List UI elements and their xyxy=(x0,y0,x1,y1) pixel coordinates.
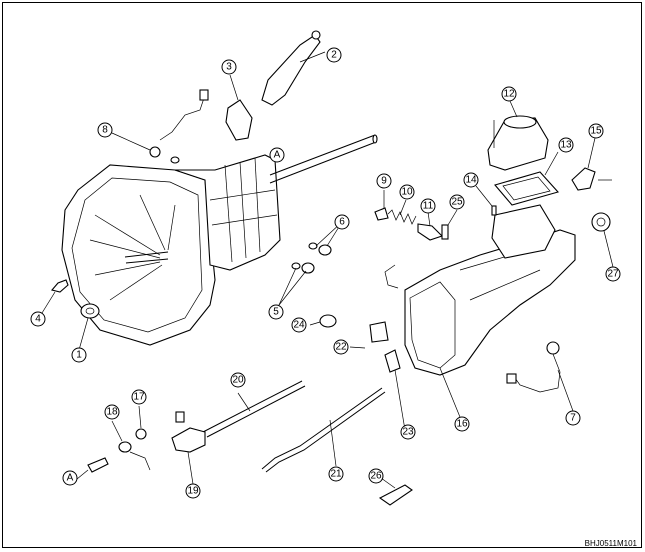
svg-text:12: 12 xyxy=(503,89,515,100)
svg-text:16: 16 xyxy=(456,419,468,430)
leader-16 xyxy=(439,367,463,423)
image-code-label: BHJ0511M101 xyxy=(584,539,637,548)
mainshaft xyxy=(269,134,378,184)
svg-text:25: 25 xyxy=(451,197,463,208)
callout-13: 13 xyxy=(558,137,574,153)
svg-text:11: 11 xyxy=(423,201,434,212)
part-15-bracket xyxy=(571,137,612,191)
parts-9-10-11-plunger xyxy=(374,190,444,241)
callout-7: 7 xyxy=(565,410,581,426)
svg-text:4: 4 xyxy=(35,314,41,325)
part-19-shift-lever xyxy=(171,411,206,485)
part-21-shift-rod xyxy=(261,387,386,473)
transmission-case xyxy=(174,154,281,271)
callout-14: 14 xyxy=(463,172,479,188)
harness-connector-upper xyxy=(199,89,209,101)
callout-A-upper: A xyxy=(269,147,285,163)
svg-text:10: 10 xyxy=(401,187,413,198)
callout-25: 25 xyxy=(449,194,465,210)
part-20-shift-rod xyxy=(202,380,306,438)
callout-22: 22 xyxy=(333,339,349,355)
part-7-harness xyxy=(506,341,574,412)
callout-19: 19 xyxy=(185,483,201,499)
callout-23: 23 xyxy=(400,424,416,440)
svg-text:8: 8 xyxy=(102,125,108,136)
harness-wire-small xyxy=(384,264,399,289)
part-A-lower-shaft xyxy=(76,457,109,480)
part-8-sensor xyxy=(111,132,161,158)
svg-text:17: 17 xyxy=(133,392,145,403)
part-2-release-fork xyxy=(261,30,326,106)
part-1-seal xyxy=(78,303,100,351)
harness-wire-upper xyxy=(159,94,206,141)
part-3-release-bearing xyxy=(225,74,253,141)
callout-18: 18 xyxy=(104,404,120,420)
callout-21: 21 xyxy=(328,466,344,482)
svg-text:A: A xyxy=(274,150,281,161)
svg-text:A: A xyxy=(67,473,74,484)
svg-text:5: 5 xyxy=(273,307,279,318)
callout-2: 2 xyxy=(326,47,342,63)
svg-text:3: 3 xyxy=(226,62,232,73)
callout-3: 3 xyxy=(221,59,237,75)
callout-16: 16 xyxy=(454,416,470,432)
parts-22-23 xyxy=(349,321,406,431)
svg-text:14: 14 xyxy=(465,175,477,186)
callout-5: 5 xyxy=(268,304,284,320)
washer-near-8 xyxy=(170,156,180,164)
part-17-18-small-parts xyxy=(111,405,151,471)
svg-text:15: 15 xyxy=(590,126,602,137)
svg-text:19: 19 xyxy=(187,486,199,497)
callout-11: 11 xyxy=(420,198,436,214)
shift-tower-base xyxy=(491,204,556,259)
part-4-bolt xyxy=(41,279,69,314)
part-12-shifter-cover xyxy=(487,100,549,171)
part-14-pin xyxy=(475,185,497,216)
svg-text:18: 18 xyxy=(106,407,118,418)
callout-1: 1 xyxy=(71,347,87,363)
svg-text:2: 2 xyxy=(331,50,337,61)
svg-text:6: 6 xyxy=(339,217,345,228)
svg-text:21: 21 xyxy=(330,469,342,480)
callout-12: 12 xyxy=(501,86,517,102)
callout-26: 26 xyxy=(368,468,384,484)
callout-24: 24 xyxy=(291,317,307,333)
callout-17: 17 xyxy=(131,389,147,405)
part-27-seal xyxy=(591,212,614,268)
callout-A-lower: A xyxy=(62,470,78,486)
input-shaft xyxy=(124,251,169,264)
svg-text:27: 27 xyxy=(607,269,619,280)
svg-text:22: 22 xyxy=(335,342,347,353)
svg-text:13: 13 xyxy=(560,140,572,151)
svg-text:7: 7 xyxy=(570,413,576,424)
callout-27: 27 xyxy=(605,266,621,282)
svg-text:1: 1 xyxy=(76,350,82,361)
part-25 xyxy=(441,209,458,240)
part-13-gasket xyxy=(494,151,559,206)
callout-10: 10 xyxy=(399,184,415,200)
callout-9: 9 xyxy=(376,173,392,189)
svg-text:23: 23 xyxy=(402,427,414,438)
callout-8: 8 xyxy=(97,122,113,138)
svg-text:9: 9 xyxy=(381,176,387,187)
callout-6: 6 xyxy=(334,214,350,230)
callout-20: 20 xyxy=(230,372,246,388)
svg-text:20: 20 xyxy=(232,375,244,386)
part-26-bracket xyxy=(378,477,413,506)
part-24-bushing xyxy=(309,314,337,328)
svg-text:24: 24 xyxy=(293,320,305,331)
svg-text:26: 26 xyxy=(370,471,382,482)
callout-15: 15 xyxy=(588,123,604,139)
callout-4: 4 xyxy=(30,311,46,327)
